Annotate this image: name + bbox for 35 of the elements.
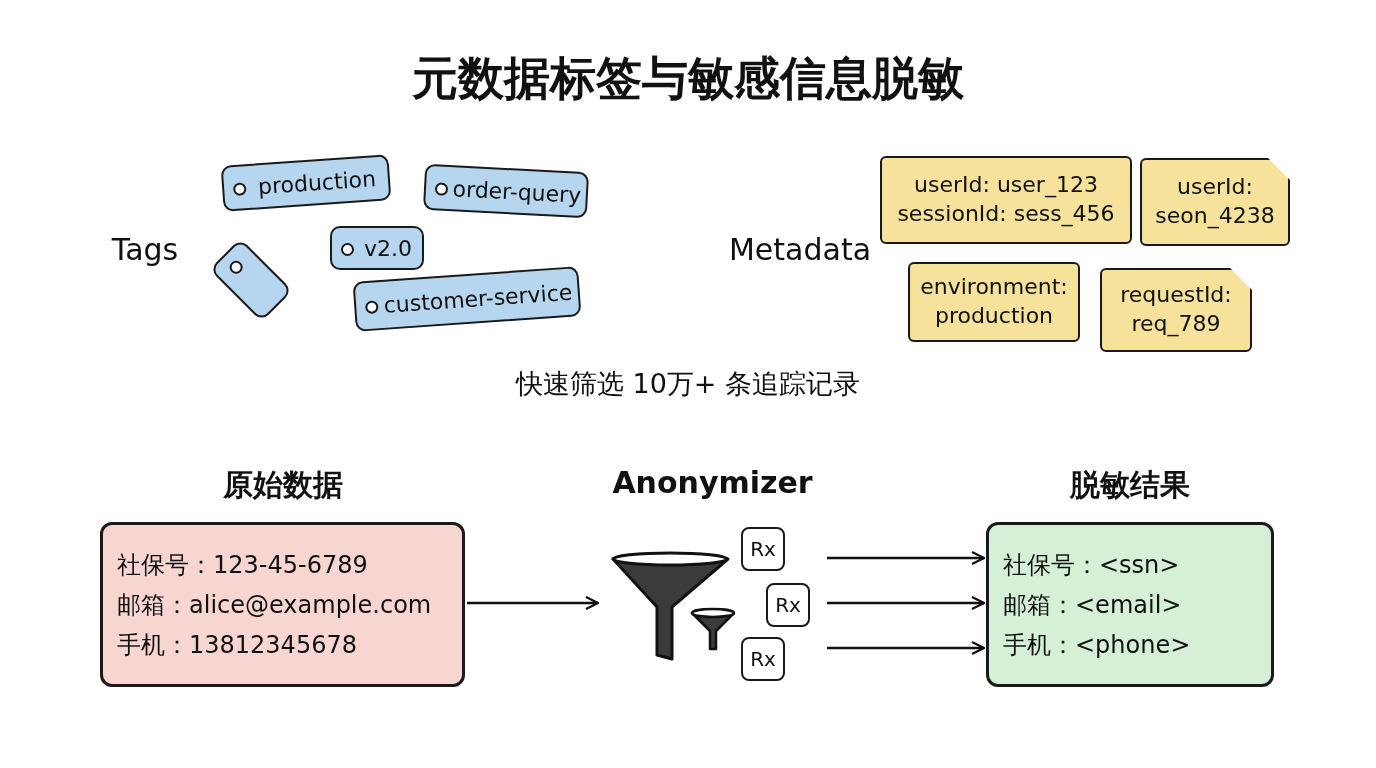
data-line: 邮箱：alice@example.com xyxy=(117,589,433,621)
data-line: 手机：13812345678 xyxy=(117,629,358,661)
rx-document-icon: Rx xyxy=(741,527,785,571)
data-line: 手机：<phone> xyxy=(1003,629,1192,661)
note-text: requestId: req_789 xyxy=(1119,281,1233,339)
sticky-note xyxy=(880,156,1132,244)
data-line: 社保号：123-45-6789 xyxy=(117,549,369,581)
arrow xyxy=(467,595,600,611)
sticky-note xyxy=(1140,158,1290,246)
note-text: userId: user_123 xyxy=(913,171,1099,200)
rx-document-icon: Rx xyxy=(766,583,810,627)
sticky-note xyxy=(908,262,1080,342)
section-label: Metadata xyxy=(727,232,873,266)
section-label: Tags xyxy=(110,232,180,266)
section-heading: 原始数据 xyxy=(221,466,344,504)
tag-text: customer-service xyxy=(382,279,574,318)
tag-text: order-query xyxy=(452,175,582,208)
note-text: environment: production xyxy=(919,273,1069,330)
note-text: sessionId: sess_456 xyxy=(896,200,1116,229)
arrow xyxy=(827,640,986,656)
section-heading: 脱敏结果 xyxy=(1069,466,1191,504)
tag-label xyxy=(352,266,582,332)
note-text: userId: seon_4238 xyxy=(1154,173,1276,231)
data-line: 社保号：<ssn> xyxy=(1003,549,1181,581)
section-heading: Anonymizer xyxy=(611,465,814,500)
sticky-note xyxy=(1100,268,1252,352)
arrow xyxy=(827,550,986,566)
arrow xyxy=(827,595,986,611)
tag-text: v2.0 xyxy=(364,235,412,261)
tag-label xyxy=(330,226,424,270)
data-line: 邮箱：<email> xyxy=(1003,589,1183,621)
title: 元数据标签与敏感信息脱敏 xyxy=(411,50,965,107)
summary-text: 快速筛选 10万+ 条追踪记录 xyxy=(514,367,862,401)
tag-text: production xyxy=(257,165,377,199)
rx-document-icon: Rx xyxy=(741,637,785,681)
